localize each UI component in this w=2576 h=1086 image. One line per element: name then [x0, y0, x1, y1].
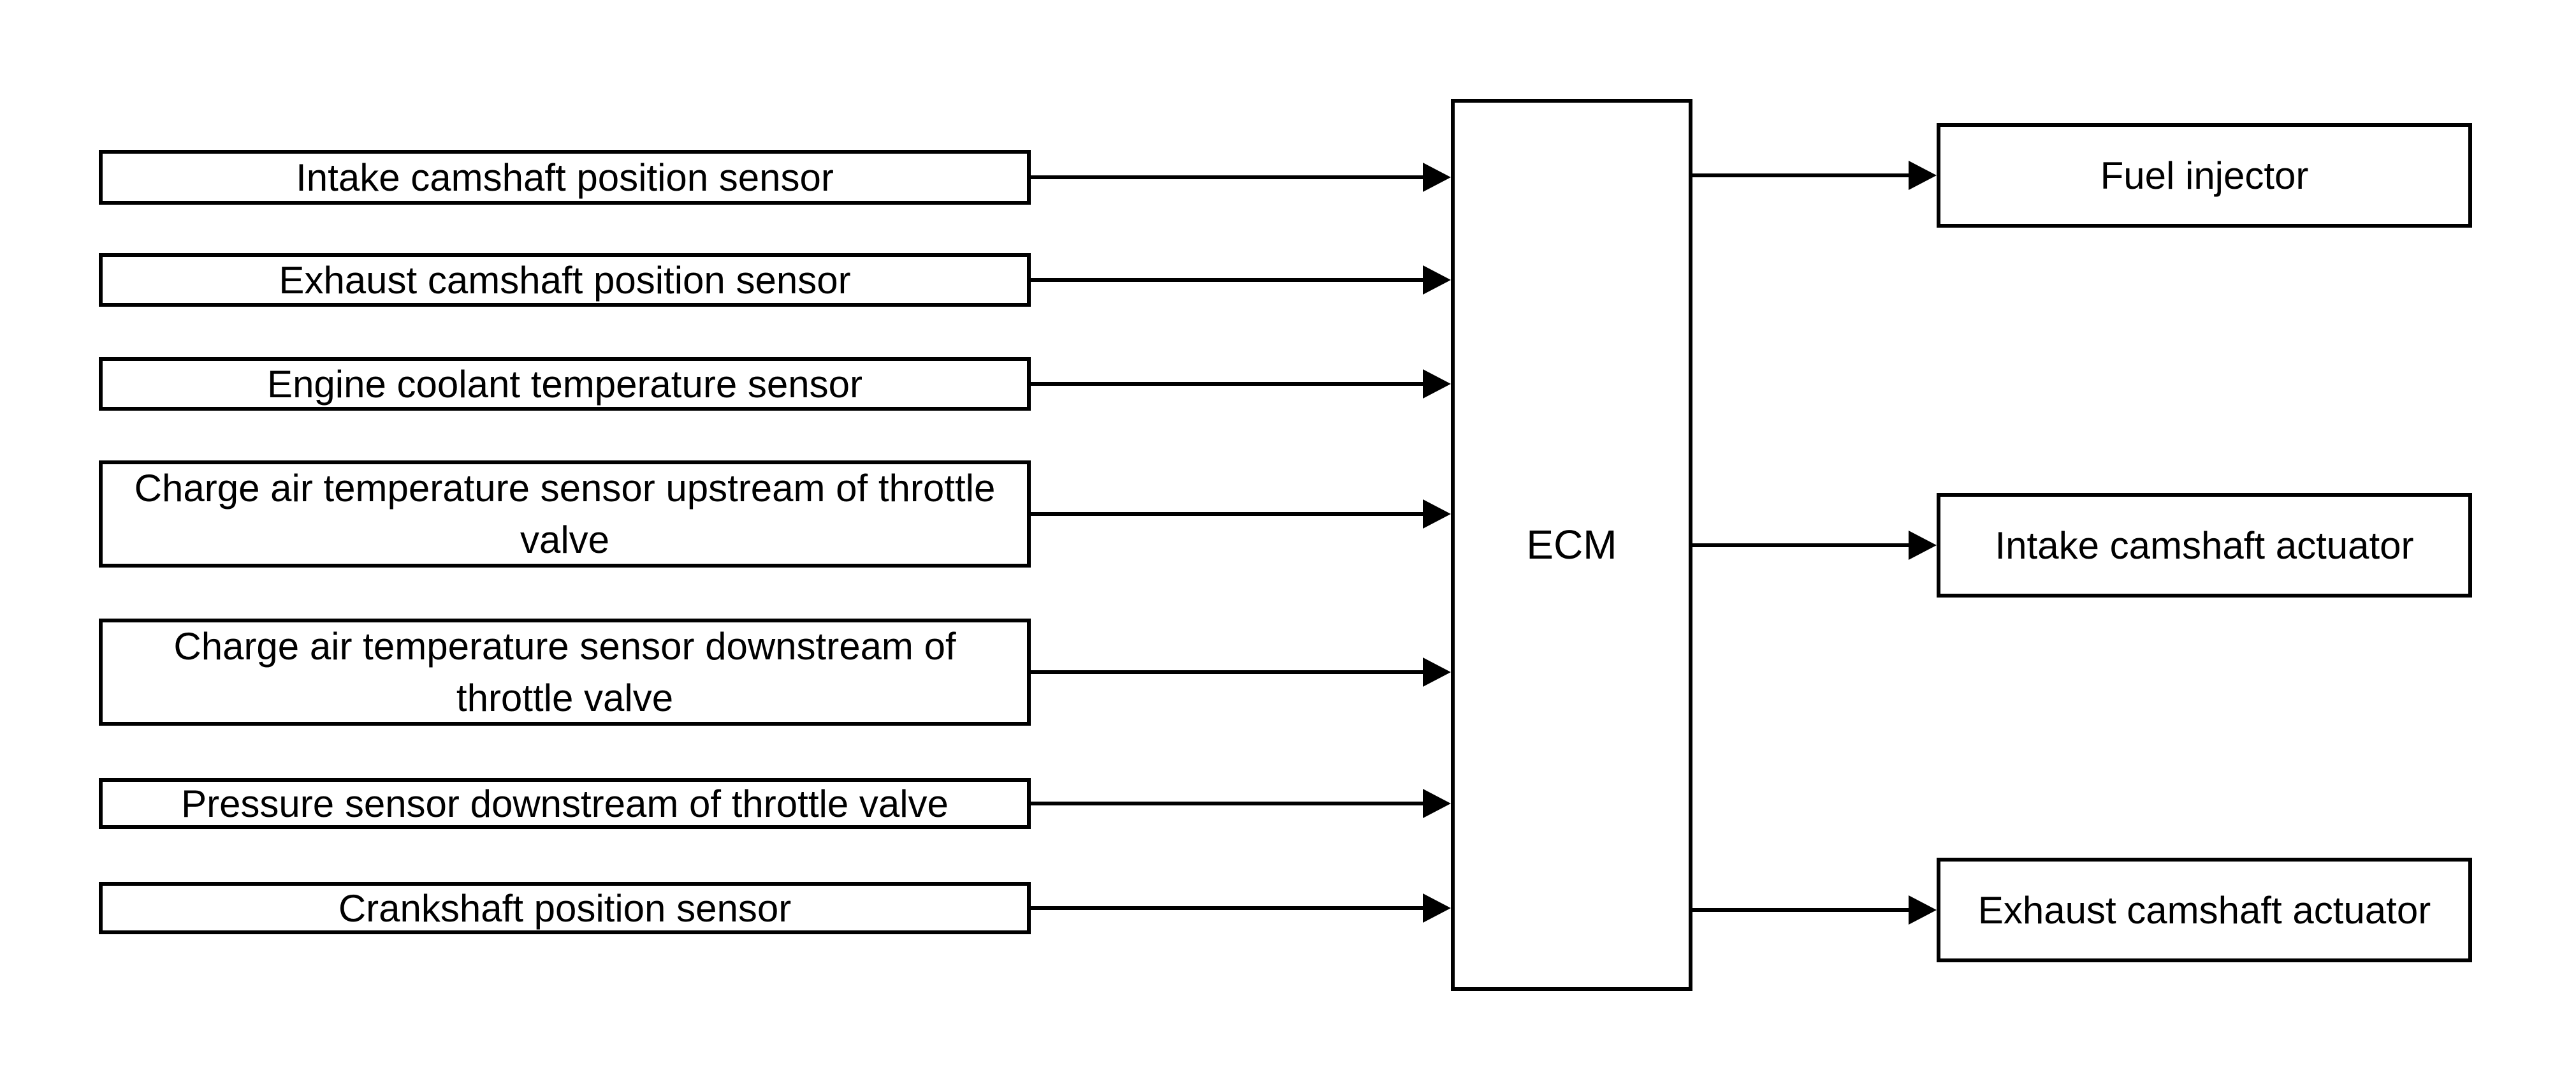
arrow-input-pressure-sensor: [1031, 788, 1451, 819]
arrow-shaft: [1031, 512, 1425, 516]
arrow-shaft: [1692, 173, 1911, 177]
arrowhead-icon: [1423, 893, 1451, 923]
arrowhead-icon: [1423, 499, 1451, 529]
arrow-input-engine-coolant-temperature: [1031, 369, 1451, 399]
node-charge-air-temp-sensor-downstream: Charge air temperature sensor downstream…: [99, 619, 1031, 726]
arrow-shaft: [1031, 802, 1425, 805]
arrowhead-icon: [1423, 369, 1451, 399]
node-intake-camshaft-position-sensor: Intake camshaft position sensor: [99, 150, 1031, 205]
arrow-output-intake-camshaft-actuator: [1692, 530, 1937, 561]
arrowhead-icon: [1423, 789, 1451, 818]
node-intake-camshaft-actuator: Intake camshaft actuator: [1937, 493, 2472, 598]
node-label: Exhaust camshaft position sensor: [279, 258, 851, 302]
node-label: Crankshaft position sensor: [338, 886, 792, 930]
arrowhead-icon: [1423, 265, 1451, 295]
arrow-shaft: [1031, 382, 1425, 386]
node-label: Charge air temperature sensor upstream o…: [134, 467, 996, 561]
node-label: Engine coolant temperature sensor: [267, 362, 862, 406]
node-ecm: ECM: [1451, 99, 1692, 991]
arrowhead-icon: [1909, 531, 1937, 560]
arrowhead-icon: [1423, 163, 1451, 192]
arrow-output-fuel-injector: [1692, 160, 1937, 191]
node-label: Charge air temperature sensor downstream…: [173, 625, 956, 719]
arrow-input-charge-air-temp-downstream: [1031, 657, 1451, 687]
node-label: ECM: [1526, 522, 1617, 568]
node-charge-air-temp-sensor-upstream: Charge air temperature sensor upstream o…: [99, 460, 1031, 568]
arrow-shaft: [1692, 543, 1911, 547]
node-label: Intake camshaft position sensor: [296, 156, 834, 199]
arrow-shaft: [1031, 175, 1425, 179]
node-label: Exhaust camshaft actuator: [1977, 888, 2431, 932]
node-exhaust-camshaft-actuator: Exhaust camshaft actuator: [1937, 858, 2472, 962]
arrowhead-icon: [1423, 657, 1451, 687]
node-label: Pressure sensor downstream of throttle v…: [181, 782, 949, 825]
arrow-input-crankshaft-position: [1031, 893, 1451, 923]
arrow-shaft: [1031, 278, 1425, 282]
arrow-shaft: [1031, 670, 1425, 674]
arrow-shaft: [1031, 906, 1425, 910]
node-pressure-sensor-downstream: Pressure sensor downstream of throttle v…: [99, 778, 1031, 829]
arrow-input-charge-air-temp-upstream: [1031, 499, 1451, 529]
node-label: Intake camshaft actuator: [1995, 524, 2414, 567]
arrowhead-icon: [1909, 161, 1937, 190]
arrow-output-exhaust-camshaft-actuator: [1692, 895, 1937, 925]
arrow-input-exhaust-camshaft-position: [1031, 265, 1451, 295]
node-exhaust-camshaft-position-sensor: Exhaust camshaft position sensor: [99, 253, 1031, 307]
node-crankshaft-position-sensor: Crankshaft position sensor: [99, 882, 1031, 934]
arrow-shaft: [1692, 908, 1911, 912]
arrow-input-intake-camshaft-position: [1031, 162, 1451, 193]
arrowhead-icon: [1909, 895, 1937, 925]
node-label: Fuel injector: [2100, 154, 2309, 197]
node-fuel-injector: Fuel injector: [1937, 123, 2472, 228]
node-engine-coolant-temperature-sensor: Engine coolant temperature sensor: [99, 357, 1031, 411]
